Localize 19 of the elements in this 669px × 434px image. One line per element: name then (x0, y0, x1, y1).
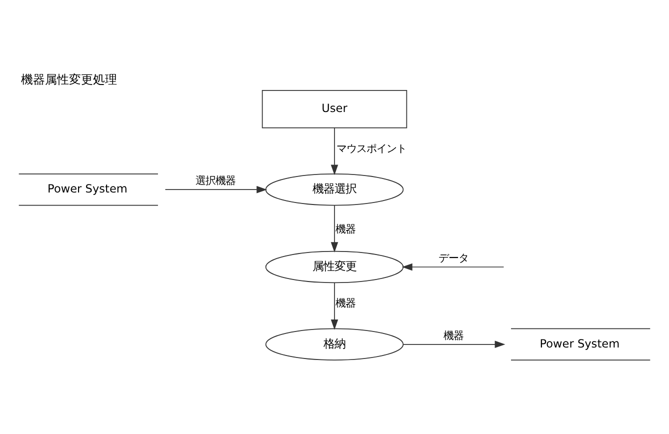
arrow (330, 127, 338, 176)
node-ellipse: 属性変更 (265, 250, 404, 284)
node-ellipse: 格納 (265, 328, 404, 360)
edge-label: 機器 (335, 224, 356, 236)
diagram-title: 機器属性変更処理 (20, 72, 117, 87)
node-text: Power System (48, 182, 128, 196)
arrow (330, 282, 338, 330)
node-box: User (262, 90, 408, 128)
arrow (402, 263, 504, 271)
edge-label: データ (438, 252, 468, 264)
edge-label: 選択機器 (195, 175, 236, 188)
node-ellipse: 機器選択 (265, 174, 404, 206)
edge-label: 機器 (444, 330, 464, 342)
arrow (402, 340, 506, 348)
edge-label: 機器 (335, 298, 356, 310)
node-text: Power System (540, 337, 620, 350)
edge-label: マウスポイント (336, 142, 406, 155)
arrow (330, 205, 338, 253)
arrow (164, 186, 268, 194)
